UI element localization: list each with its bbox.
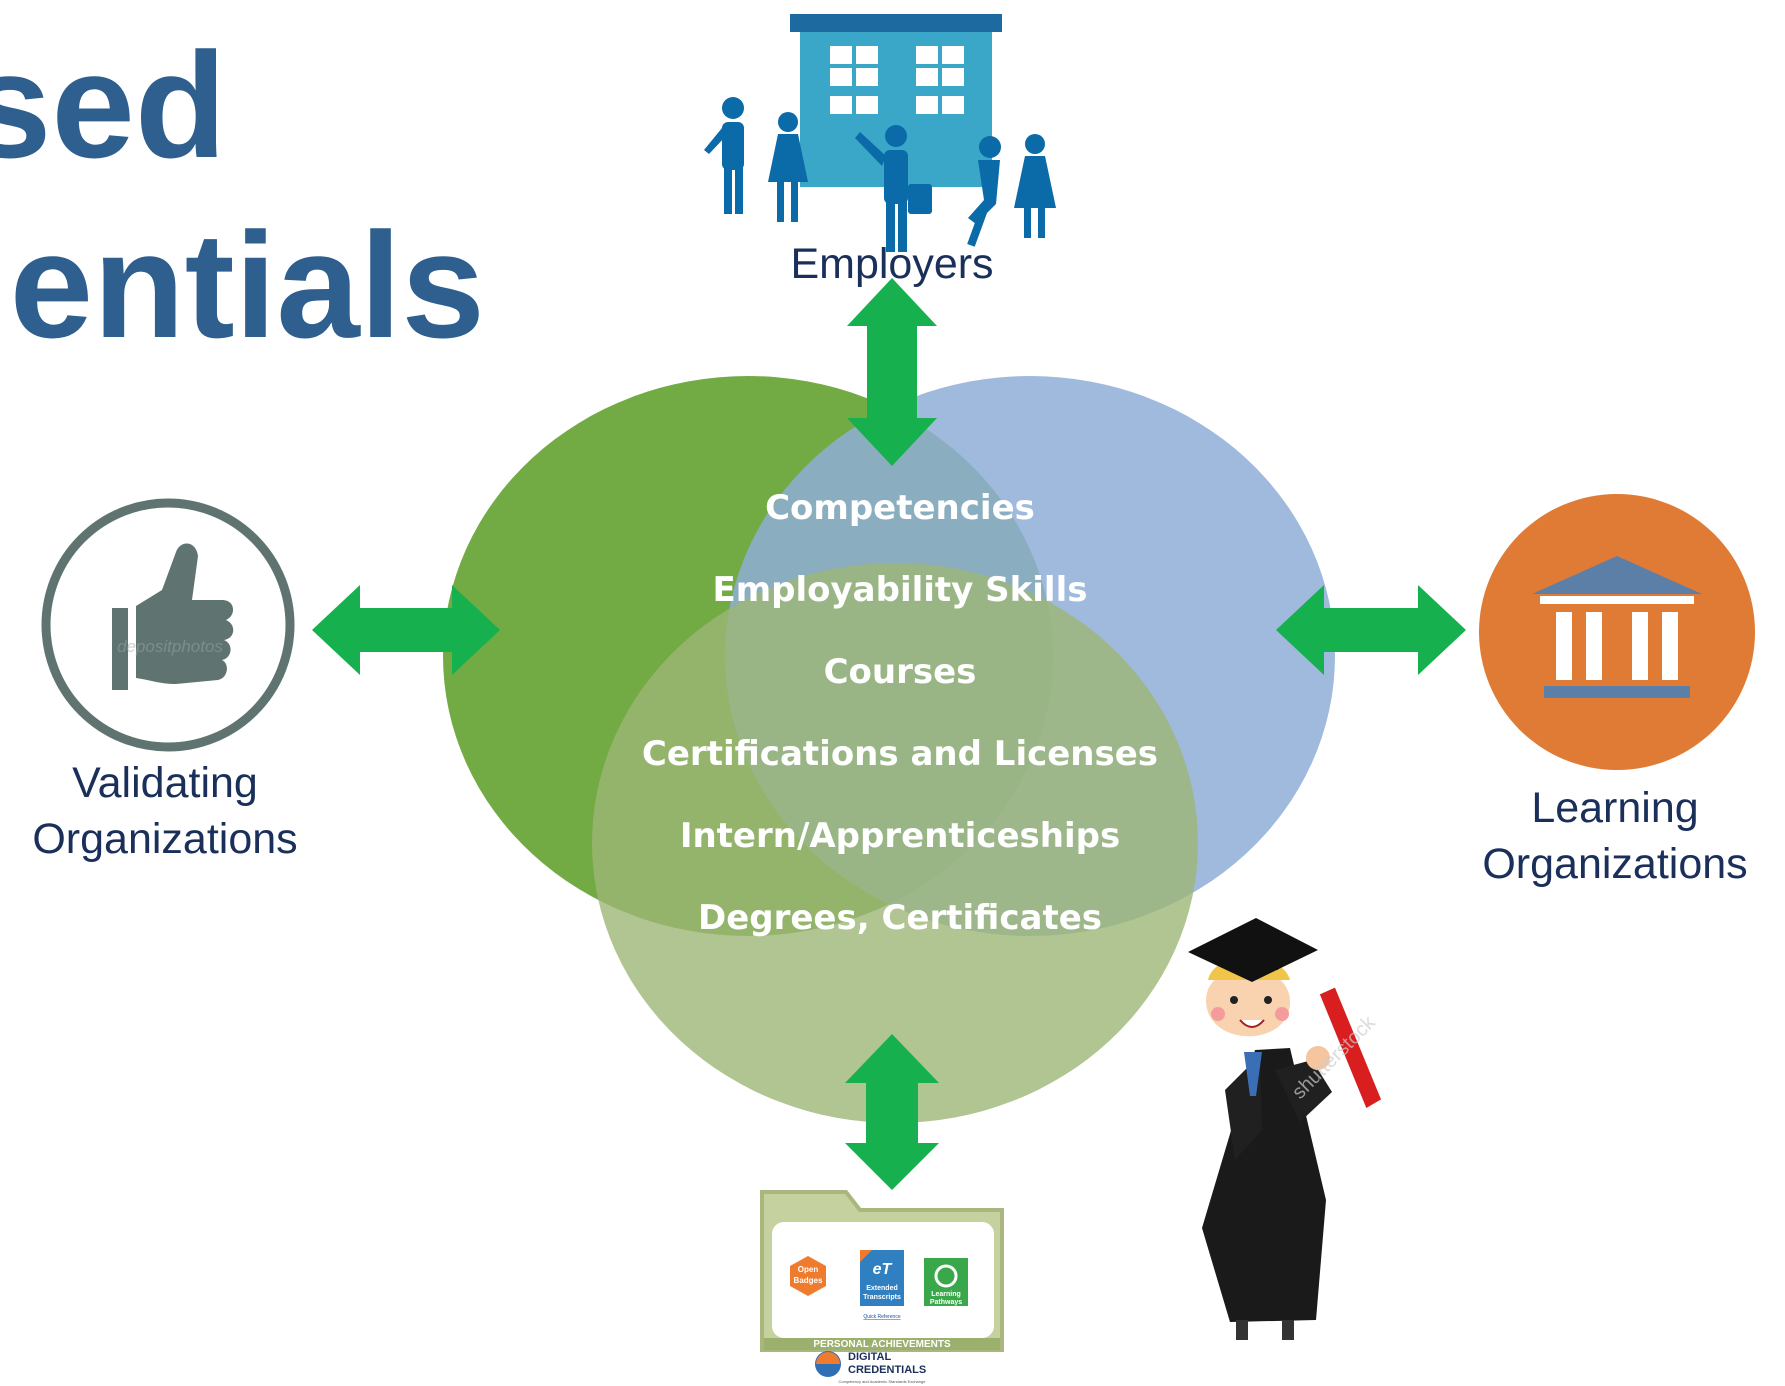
venn-item-competencies: Competencies [765, 488, 1035, 528]
badge-open-label-2: Badges [794, 1276, 823, 1285]
institution-icon [1479, 494, 1755, 770]
learning-label-line-2: Organizations [1482, 840, 1748, 888]
venn-circle-olive [592, 563, 1198, 1123]
thumb-watermark: depositphotos [117, 637, 223, 656]
logo-line-1: DIGITAL [848, 1351, 891, 1363]
et-line-2: Transcripts [863, 1294, 901, 1301]
venn-item-courses: Courses [823, 652, 977, 692]
lp-line-1: Learning [931, 1291, 961, 1298]
arrow-bottom [845, 1034, 939, 1190]
people-icon [704, 97, 1056, 252]
title-line-1: sed [0, 21, 227, 189]
thumbs-up-icon [41, 498, 295, 752]
venn-item-certifications-licenses: Certifications and Licenses [641, 734, 1159, 774]
arrow-right [1276, 585, 1466, 675]
title-line-2: lentials [0, 201, 485, 369]
folder-label: PERSONAL ACHIEVEMENTS [813, 1339, 951, 1350]
graduate-illustration [1188, 918, 1382, 1340]
digital-credentials-logo-icon [815, 1351, 841, 1377]
arrow-left [312, 585, 500, 675]
venn-item-employability-skills: Employability Skills [712, 570, 1088, 610]
validating-label-line-1: Validating [72, 759, 258, 807]
venn-item-intern-apprenticeships: Intern/Apprenticeships [679, 816, 1121, 856]
learning-label-line-1: Learning [1531, 784, 1699, 832]
et-line-1: Extended [866, 1285, 898, 1292]
employers-label: Employers [790, 240, 994, 288]
et-quick-reference-link[interactable]: Quick Reference [863, 1314, 900, 1320]
lp-line-2: Pathways [930, 1299, 962, 1306]
logo-tagline: Competency and Academic Standards Exchan… [839, 1379, 927, 1384]
venn-item-degrees-certificates: Degrees, Certificates [697, 898, 1103, 938]
logo-line-2: CREDENTIALS [848, 1364, 926, 1376]
arrow-top [847, 278, 937, 466]
badge-open-label: Open [798, 1265, 819, 1274]
digital-credentials-folder [760, 1190, 1004, 1352]
validating-label-line-2: Organizations [32, 815, 298, 863]
et-title: eT [873, 1261, 893, 1278]
